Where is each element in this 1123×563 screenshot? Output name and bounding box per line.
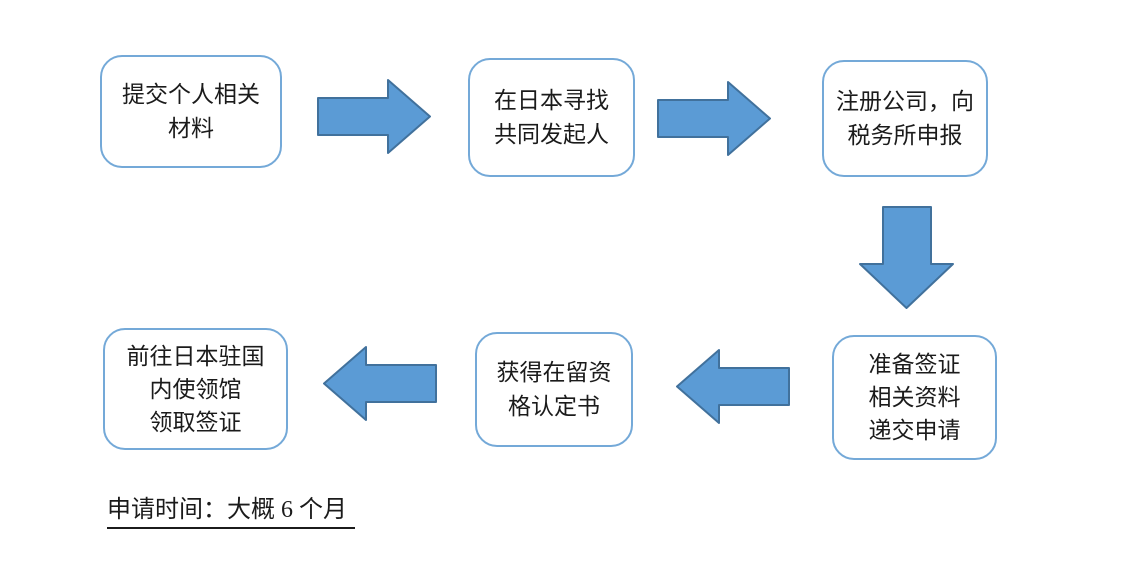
flow-step-prepare-visa-application: 准备签证 相关资料 递交申请 [832,335,997,460]
node-text-line: 税务所申报 [847,122,963,148]
down-arrow-icon [859,206,954,309]
node-text-line: 递交申请 [868,418,961,443]
right-arrow-icon [317,79,431,154]
node-text-line: 共同发起人 [494,121,609,147]
node-text-line: 前往日本驻国 [126,343,265,369]
node-text-line: 材料 [168,115,214,141]
node-text-line: 格认定书 [508,393,600,419]
flow-step-register-company-tax-report: 注册公司，向 税务所申报 [822,60,988,177]
node-text-line: 领取签证 [149,409,242,435]
flow-step-submit-personal-materials: 提交个人相关 材料 [100,55,282,168]
flow-step-collect-visa-at-embassy: 前往日本驻国 内使领馆 领取签证 [103,328,288,450]
flow-step-find-cofounder-in-japan: 在日本寻找 共同发起人 [468,58,635,177]
flow-step-obtain-certificate-of-eligibility: 获得在留资 格认定书 [475,332,633,447]
right-arrow-icon [657,81,771,156]
node-text-line: 注册公司，向 [836,88,974,114]
application-time-note: 申请时间：大概 6 个月 [107,489,355,529]
node-text-line: 准备签证 [868,352,961,377]
node-text-line: 内使领馆 [149,376,242,402]
node-text-line: 相关资料 [868,385,961,410]
left-arrow-icon [323,346,437,421]
left-arrow-icon [676,349,790,424]
node-text-line: 在日本寻找 [494,87,609,113]
node-text-line: 获得在留资 [496,359,612,385]
node-text-line: 提交个人相关 [122,81,260,107]
